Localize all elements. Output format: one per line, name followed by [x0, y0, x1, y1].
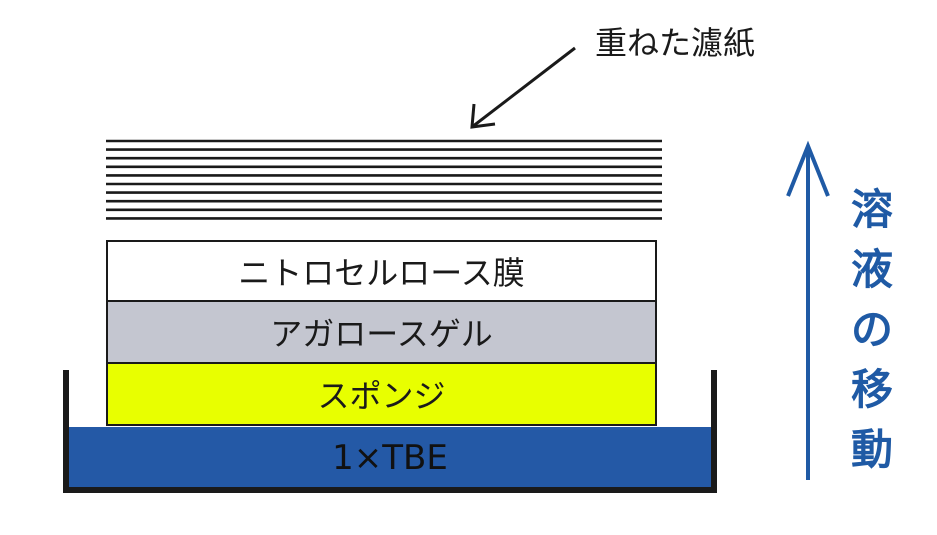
agarose-gel-layer: アガロースゲル — [106, 300, 657, 364]
filter-paper-stack — [106, 139, 662, 220]
flow-label-char: の — [850, 305, 893, 354]
buffer-label: 1×TBE — [332, 437, 448, 478]
filter-paper-label: 重ねた濾紙 — [595, 24, 756, 62]
buffer-tray — [63, 370, 717, 493]
sponge-layer: スポンジ — [106, 362, 657, 426]
flow-label-char: 溶 — [850, 185, 893, 234]
callout-arrow — [470, 46, 576, 129]
flow-label-char: 移 — [850, 365, 893, 414]
flow-label-char: 液 — [850, 245, 893, 294]
flow-label-char: 動 — [850, 425, 893, 474]
buffer-fill — [66, 427, 714, 488]
flow-direction-arrow — [786, 140, 830, 480]
nitrocellulose-membrane-layer: ニトロセルロース膜 — [106, 240, 657, 302]
solution-flow-label: 溶 液 の 移 動 — [842, 180, 902, 480]
